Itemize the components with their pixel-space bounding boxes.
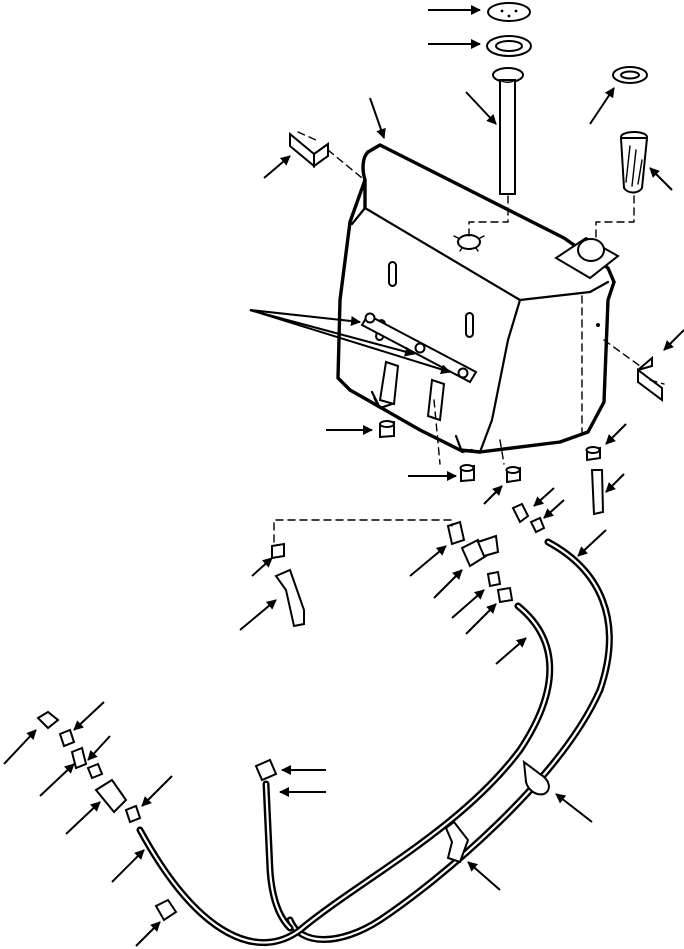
callout-arrow — [263, 155, 291, 179]
callout-arrow — [555, 793, 593, 823]
callout-arrow — [465, 603, 497, 635]
filler-screen-icon — [595, 131, 649, 239]
hidden-line — [499, 439, 505, 465]
callout-arrow — [249, 309, 361, 326]
filler-neck-icon — [612, 66, 648, 84]
callout-arrow — [73, 701, 105, 731]
tank-bracket-right-icon — [603, 339, 665, 402]
callout-arrow — [111, 849, 145, 883]
callout-arrow — [65, 801, 101, 835]
callout-arrow — [543, 499, 565, 519]
hidden-line — [273, 519, 453, 543]
callout-arrow — [239, 599, 277, 631]
hidden-line — [433, 399, 441, 465]
cap-gasket-icon — [486, 35, 532, 57]
callout-arrow — [467, 861, 501, 891]
callout-arrows — [3, 5, 684, 947]
callout-arrow — [39, 763, 75, 797]
fuel-hose-icon — [136, 538, 613, 946]
callout-arrow — [533, 487, 555, 507]
callout-arrow — [251, 557, 273, 577]
sender-tube-icon — [468, 67, 524, 237]
fuel-tank-icon — [336, 143, 620, 454]
callout-arrow — [369, 97, 386, 139]
callout-arrow — [465, 91, 497, 125]
callout-arrow — [577, 529, 607, 557]
callout-arrow — [141, 775, 173, 807]
callout-arrow — [605, 473, 625, 493]
callout-arrow — [483, 485, 503, 505]
callout-arrow — [605, 423, 627, 445]
fuel-cap-icon — [487, 2, 531, 22]
drain-plug-icon — [271, 420, 605, 604]
callout-arrow — [87, 735, 111, 761]
callout-arrow — [495, 637, 527, 665]
callout-arrow — [409, 545, 447, 577]
callout-arrow — [451, 589, 485, 619]
callout-arrow — [433, 569, 463, 599]
fuel-filter-icon — [36, 710, 142, 824]
callout-arrow — [135, 921, 161, 947]
callout-arrow — [663, 329, 684, 351]
callout-arrow — [249, 309, 451, 375]
tank-bracket-left-icon — [289, 131, 363, 179]
callout-arrow — [249, 309, 415, 357]
hose-clamp-icon — [154, 758, 550, 922]
callout-arrow — [3, 729, 37, 765]
callout-arrow — [649, 167, 673, 191]
shutoff-valve-icon — [274, 534, 500, 628]
callout-arrow — [589, 87, 615, 125]
